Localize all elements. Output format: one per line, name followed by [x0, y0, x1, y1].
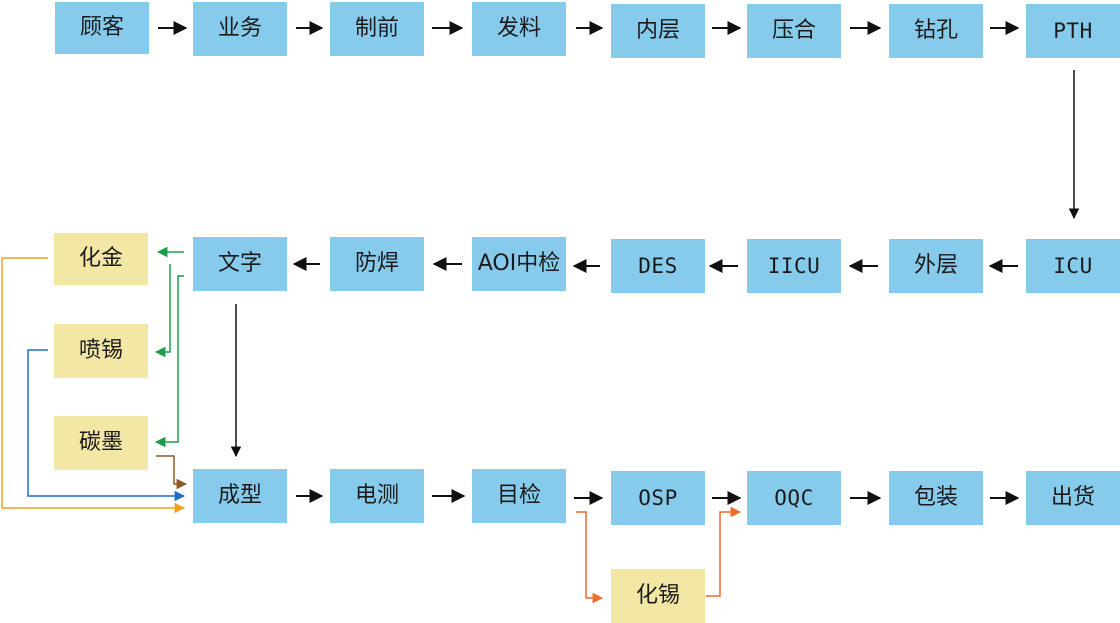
node-pth-label: PTH — [1053, 18, 1093, 43]
node-neiceng: 内层 — [611, 4, 705, 58]
node-tanmo-label: 碳墨 — [78, 430, 123, 455]
node-chengxing-label: 成型 — [217, 483, 262, 508]
arrow-penxi-chengxing — [27, 349, 186, 502]
node-guke: 顾客 — [55, 2, 149, 54]
node-guke-label: 顾客 — [79, 15, 124, 40]
node-fanghan: 防焊 — [330, 237, 424, 291]
node-yewu: 业务 — [193, 2, 287, 56]
node-faliao: 发料 — [472, 2, 566, 56]
node-baozhuang-label: 包装 — [913, 485, 958, 510]
arrow-wenzi-penxi — [154, 264, 171, 358]
node-baozhuang: 包装 — [889, 471, 983, 525]
node-pth: PTH — [1026, 4, 1120, 58]
node-huaxi-label: 化锡 — [635, 583, 680, 608]
node-zhiqian: 制前 — [330, 2, 424, 56]
node-icu: ICU — [1026, 239, 1120, 293]
node-yahe-label: 压合 — [771, 18, 816, 43]
node-penxi: 喷锡 — [54, 324, 148, 378]
node-mujian-label: 目检 — [496, 483, 541, 508]
node-wenzi: 文字 — [193, 237, 287, 291]
node-tanmo: 碳墨 — [54, 416, 148, 470]
node-chuhuo: 出货 — [1026, 471, 1120, 525]
node-zhiqian-label: 制前 — [354, 16, 399, 41]
node-iicu: IICU — [747, 239, 841, 293]
node-faliao-label: 发料 — [496, 16, 541, 41]
node-oqc-label: OQC — [774, 485, 814, 510]
node-huaxi: 化锡 — [611, 569, 705, 623]
node-penxi-label: 喷锡 — [78, 338, 123, 363]
node-des: DES — [611, 239, 705, 293]
node-neiceng-label: 内层 — [635, 18, 680, 43]
node-zuankong: 钻孔 — [889, 4, 983, 58]
node-dianche: 电测 — [330, 469, 424, 523]
arrow-mujian-huaxi — [576, 511, 604, 604]
node-mujian: 目检 — [472, 469, 566, 523]
node-chengxing: 成型 — [193, 469, 287, 523]
node-waiceng: 外层 — [889, 239, 983, 293]
node-icu-label: ICU — [1053, 253, 1093, 278]
node-zuankong-label: 钻孔 — [913, 18, 958, 43]
node-des-label: DES — [638, 253, 678, 278]
node-dianche-label: 电测 — [354, 483, 399, 508]
node-huajin-label: 化金 — [78, 246, 123, 271]
node-huajin: 化金 — [54, 233, 148, 285]
node-yahe: 压合 — [747, 4, 841, 58]
node-fanghan-label: 防焊 — [354, 251, 399, 276]
node-chuhuo-label: 出货 — [1050, 485, 1095, 510]
arrow-wenzi-tanmo — [154, 275, 184, 448]
arrow-huajin-chengxing — [1, 257, 186, 514]
node-osp: OSP — [611, 471, 705, 525]
arrow-huaxi-oqc — [706, 506, 742, 597]
node-osp-label: OSP — [638, 485, 678, 510]
node-aoi: AOI中检 — [472, 237, 566, 291]
node-waiceng-label: 外层 — [913, 253, 958, 278]
node-oqc: OQC — [747, 471, 841, 525]
node-yewu-label: 业务 — [217, 16, 262, 41]
arrow-tanmo-chengxing — [156, 455, 188, 490]
node-iicu-label: IICU — [767, 253, 821, 278]
node-wenzi-label: 文字 — [217, 251, 262, 276]
node-aoi-label: AOI中检 — [477, 251, 561, 276]
